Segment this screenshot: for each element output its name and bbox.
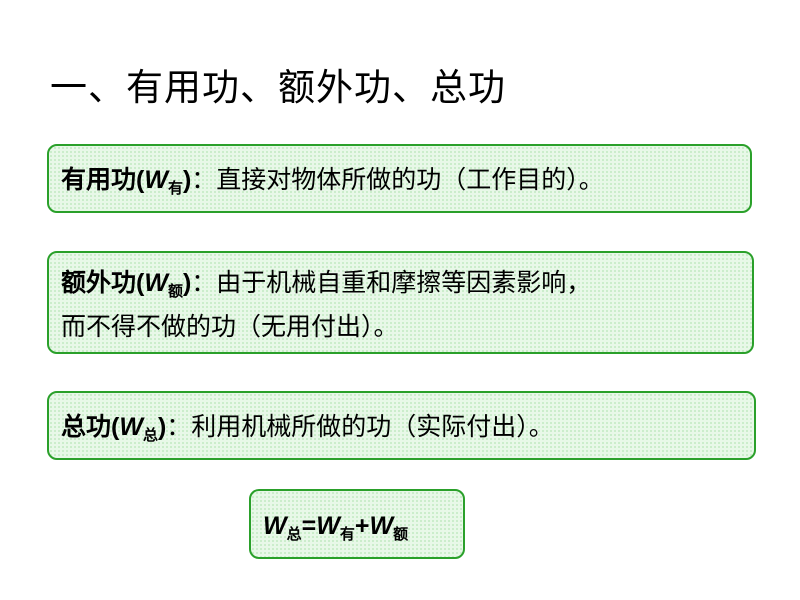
- total-work-definition: ：利用机械所做的功（实际付出）。: [166, 412, 554, 441]
- work-symbol: W: [144, 269, 168, 297]
- extra-work-term: 额外功: [61, 269, 137, 297]
- close-paren: ): [182, 166, 192, 194]
- open-paren: (: [111, 413, 120, 441]
- total-subscript: 总: [142, 426, 158, 444]
- formula-sub-total: 总: [286, 525, 302, 543]
- slide-title: 一、有用功、额外功、总功: [50, 66, 506, 109]
- extra-work-box: 额外功(W额)：由于机械自重和摩擦等因素影响， 而不得不做的功（无用付出）。: [47, 251, 754, 354]
- useful-subscript: 有: [167, 179, 183, 197]
- formula-equals: =: [301, 512, 317, 540]
- formula-w-useful: W: [316, 512, 340, 540]
- work-symbol: W: [119, 413, 143, 441]
- useful-work-box: 有用功(W有)：直接对物体所做的功（工作目的）。: [47, 144, 752, 213]
- useful-work-definition: ：直接对物体所做的功（工作目的）。: [191, 165, 604, 194]
- extra-subscript: 额: [167, 282, 183, 300]
- total-work-term: 总功: [61, 413, 112, 441]
- close-paren: ): [157, 413, 167, 441]
- formula-w-extra: W: [369, 512, 394, 540]
- formula-sub-useful: 有: [339, 525, 355, 543]
- total-work-box: 总功(W总)：利用机械所做的功（实际付出）。: [47, 391, 756, 460]
- open-paren: (: [136, 166, 145, 194]
- work-symbol: W: [144, 166, 168, 194]
- formula-box: W总=W有+W额: [249, 489, 465, 559]
- formula-w-total: W: [263, 512, 287, 540]
- formula-plus: +: [354, 512, 370, 540]
- open-paren: (: [136, 269, 145, 297]
- extra-work-line-1: 额外功(W额)：由于机械自重和摩擦等因素影响，: [61, 261, 740, 305]
- extra-work-definition-line1: ：由于机械自重和摩擦等因素影响，: [191, 268, 592, 297]
- extra-work-line-2: 而不得不做的功（无用付出）。: [61, 312, 399, 341]
- useful-work-term: 有用功: [61, 166, 137, 194]
- formula-sub-extra: 额: [393, 525, 409, 543]
- close-paren: ): [182, 269, 192, 297]
